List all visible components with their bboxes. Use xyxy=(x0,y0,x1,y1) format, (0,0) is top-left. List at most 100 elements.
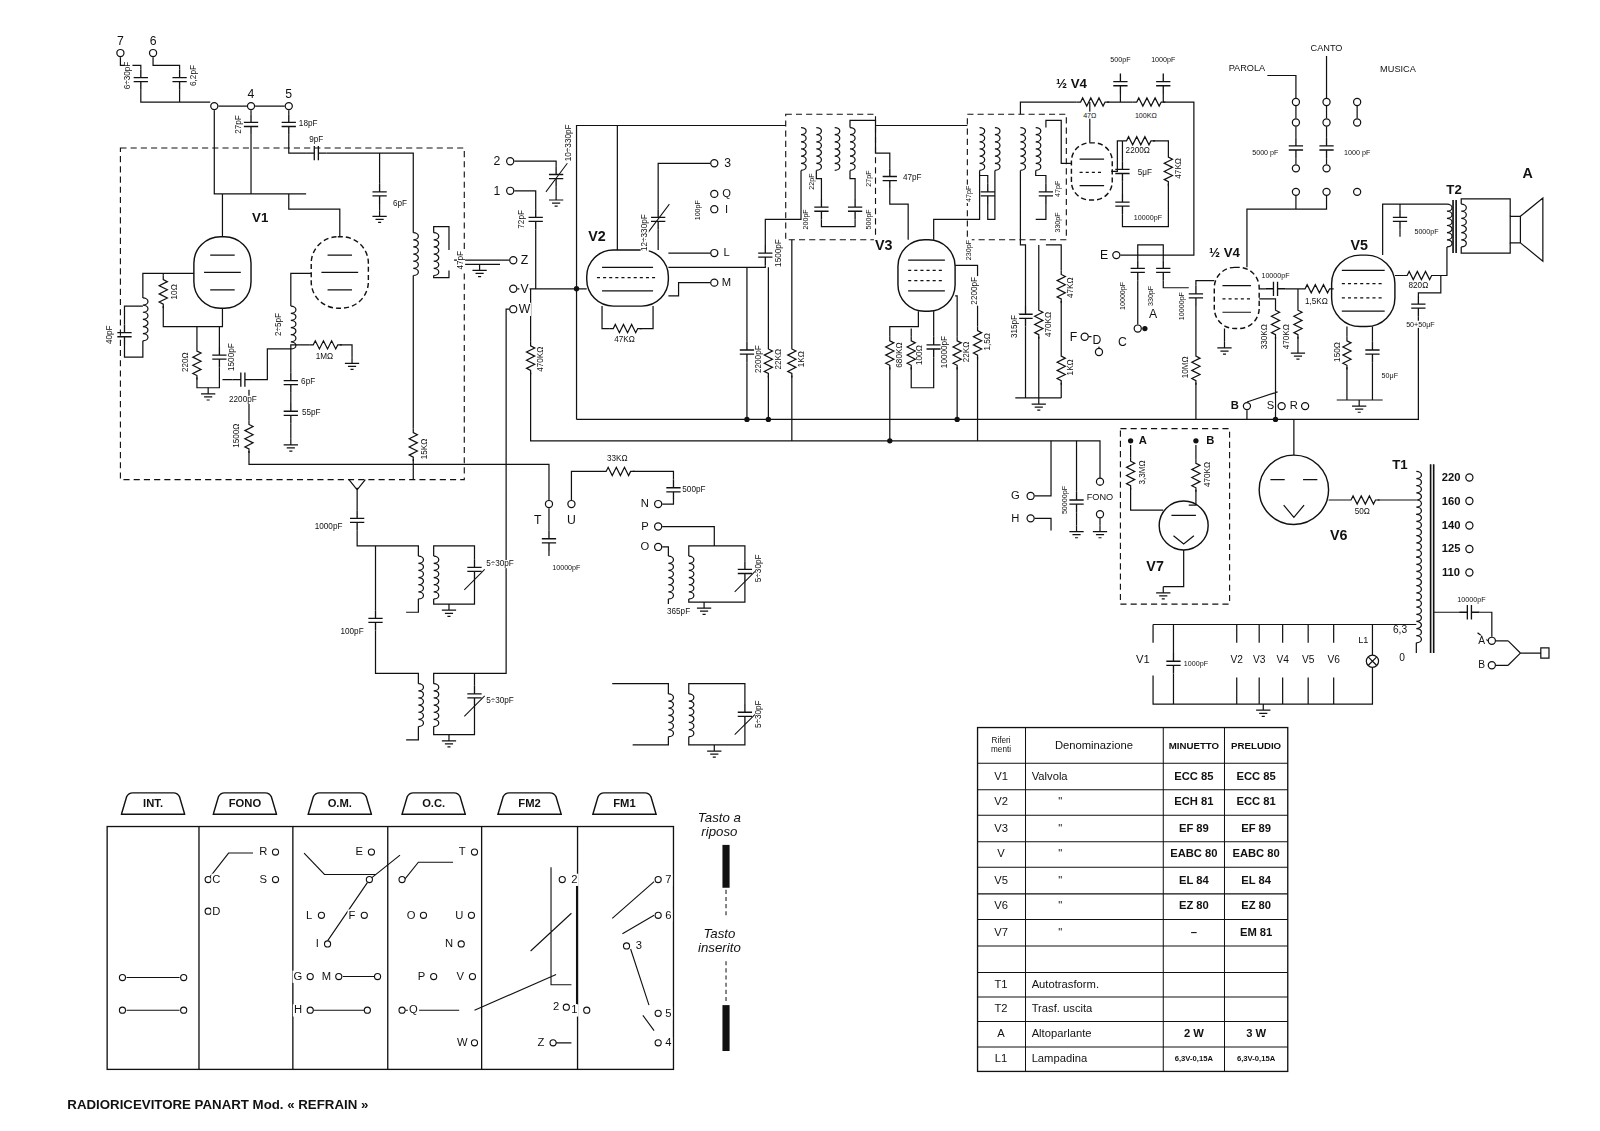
component-symbol xyxy=(1069,492,1083,512)
push-button-tab: FM1 xyxy=(592,791,657,814)
component-symbol xyxy=(655,501,662,508)
schematic-label: 1000pF xyxy=(314,523,344,532)
component-symbol xyxy=(1488,662,1495,669)
schematic-label: P xyxy=(417,971,427,983)
schematic-label: W xyxy=(518,303,532,316)
component-symbol xyxy=(980,128,985,171)
table-cell: " xyxy=(1057,823,1063,835)
schematic-label: 10000pF xyxy=(941,335,950,369)
component-symbol xyxy=(247,103,254,110)
schematic-label: V2 xyxy=(587,229,607,244)
schematic-label: 150Ω xyxy=(1333,341,1342,363)
table-grid xyxy=(978,728,1288,1072)
component-symbol xyxy=(1095,348,1102,355)
component-symbol xyxy=(1416,514,1421,557)
schematic-label: 315pF xyxy=(1011,314,1020,339)
table-cell: Valvola xyxy=(1031,771,1069,783)
switch-panel xyxy=(272,849,278,855)
valve-envelope xyxy=(1259,455,1328,524)
switch-panel xyxy=(324,941,330,947)
dashed-shield xyxy=(967,114,1066,240)
table-cell: V3 xyxy=(993,823,1009,835)
schematic-label: 40pF xyxy=(106,324,115,345)
schematic-label: 4 xyxy=(664,1037,672,1049)
schematic-label: M xyxy=(321,971,332,983)
component-symbol xyxy=(1036,128,1041,171)
wire xyxy=(464,163,755,734)
schematic-label: 50μF xyxy=(1381,372,1399,379)
wire xyxy=(120,56,1549,745)
schematic-label: B xyxy=(1230,400,1240,412)
component-symbol xyxy=(201,388,215,400)
component-symbol xyxy=(368,610,382,630)
schematic-label: G xyxy=(293,971,304,983)
schematic-label: 10Ω xyxy=(171,283,180,300)
schematic-label: O xyxy=(406,909,417,921)
table-cell: 6,3V-0,15A xyxy=(1174,1055,1214,1063)
schematic-label: 10000pF xyxy=(1133,214,1163,221)
schematic-label: 2200pF xyxy=(228,396,258,405)
component-symbol xyxy=(549,194,563,206)
component-symbol xyxy=(1447,204,1452,247)
component-symbol xyxy=(1292,98,1299,105)
component-symbol xyxy=(766,417,771,422)
dashed-shield xyxy=(120,114,1229,604)
schematic-label: 1000pF xyxy=(1150,55,1176,62)
switch-panel xyxy=(584,1007,590,1013)
component-symbol xyxy=(434,684,439,727)
switch-panel xyxy=(655,1010,661,1016)
schematic-label: 10000pF xyxy=(1456,596,1486,603)
component-symbol xyxy=(1156,587,1170,599)
schematic-label: 160 xyxy=(1441,496,1462,508)
dashed-shield xyxy=(786,114,876,240)
schematic-label: 1,5Ω xyxy=(983,332,992,351)
schematic-label: L xyxy=(722,247,730,259)
table-cell: EM 81 xyxy=(1239,927,1273,939)
schematic-label: 110 xyxy=(1441,567,1461,579)
component-symbol xyxy=(1256,704,1270,716)
component-symbol xyxy=(1115,161,1129,181)
component-symbol xyxy=(1461,204,1466,247)
switch-panel xyxy=(471,1040,477,1046)
schematic-label: 1KΩ xyxy=(798,350,807,368)
component-symbol xyxy=(1077,98,1110,106)
schematic-label: 47pF xyxy=(1053,180,1060,198)
schematic-label: 125 xyxy=(1441,543,1462,555)
switch-panel xyxy=(550,1040,556,1046)
schematic-label: V6 xyxy=(1329,528,1349,543)
table-cell: " xyxy=(1057,796,1063,808)
schematic-label: 1000pF xyxy=(1183,660,1209,667)
button-label: O.C. xyxy=(401,791,466,814)
component-symbol xyxy=(850,128,855,171)
component-symbol xyxy=(711,249,718,256)
switch-panel xyxy=(307,973,313,979)
component-symbol xyxy=(707,745,721,757)
schematic-label: MUSICA xyxy=(1379,65,1417,75)
table-cell: " xyxy=(1057,875,1063,887)
component-symbol xyxy=(1466,569,1473,576)
schematic-label: 470KΩ xyxy=(1045,311,1054,338)
component-symbol xyxy=(211,103,218,110)
component-symbol xyxy=(233,372,253,386)
switch-panel xyxy=(199,827,578,1070)
schematic-label: 4 xyxy=(247,87,256,100)
switch-panel xyxy=(563,1004,569,1010)
schematic-label: 6pF xyxy=(300,378,316,387)
component-symbol xyxy=(1113,252,1120,259)
component-symbol xyxy=(1302,403,1309,410)
component-symbol xyxy=(1020,128,1025,171)
schematic-label: 2 xyxy=(552,1001,560,1013)
component-symbol xyxy=(1416,557,1421,600)
component-symbol xyxy=(740,342,754,362)
component-symbol xyxy=(1069,526,1083,538)
schematic-label: 100Ω xyxy=(916,344,925,366)
schematic-label: 330KΩ xyxy=(1261,323,1270,350)
component-symbol xyxy=(472,264,486,276)
schematic-label: V5 xyxy=(1349,237,1369,252)
schematic-label: 680KΩ xyxy=(896,341,905,368)
schematic-label: 500pF xyxy=(865,208,872,230)
component-symbol xyxy=(609,324,642,332)
push-button-tab: FONO xyxy=(212,791,277,814)
table-cell: – xyxy=(1190,927,1198,939)
table-cell: EF 89 xyxy=(1240,823,1272,835)
